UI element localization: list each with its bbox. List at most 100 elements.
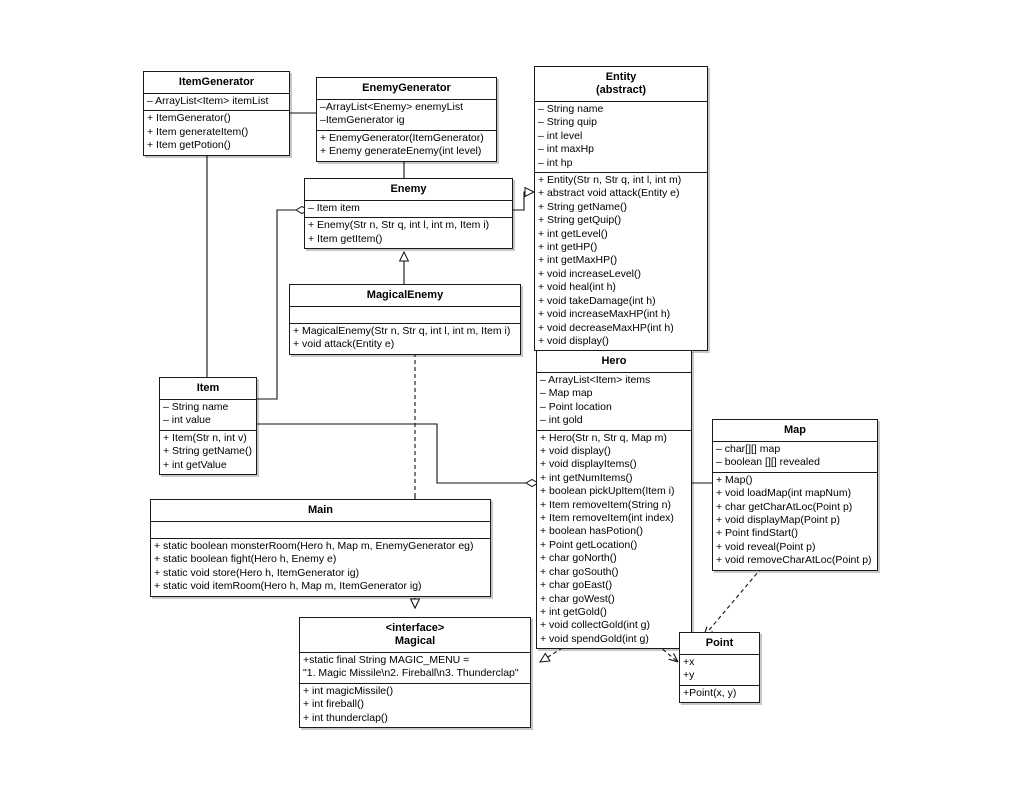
methods-point: +Point(x, y) xyxy=(680,684,759,702)
class-box-map[interactable]: Map – char[][] map – boolean [][] reveal… xyxy=(712,419,878,571)
method-row: + Point findStart() xyxy=(716,527,798,540)
method-row: + Item generateItem() xyxy=(147,125,249,138)
method-row: +Point(x, y) xyxy=(683,686,737,699)
method-row: + static boolean fight(Hero h, Enemy e) xyxy=(154,553,337,566)
methods-magical: + int magicMissile() + int fireball() + … xyxy=(300,682,530,727)
method-row: + int fireball() xyxy=(303,698,364,711)
method-row: + int getNumItems() xyxy=(540,471,633,484)
class-box-magicalenemy[interactable]: MagicalEnemy + MagicalEnemy(Str n, Str q… xyxy=(289,284,521,355)
attributes-itemgenerator: – ArrayList<Item> itemList xyxy=(144,93,289,110)
attribute-row: –ItemGenerator ig xyxy=(320,114,405,127)
method-row: + char goWest() xyxy=(540,592,615,605)
method-row: + String getQuip() xyxy=(538,214,622,227)
method-row: + Item(Str n, int v) xyxy=(163,431,247,444)
method-row: + Point getLocation() xyxy=(540,538,638,551)
method-row: + Enemy(Str n, Str q, int l, int m, Item… xyxy=(308,219,490,232)
class-stereotype-label: <interface> xyxy=(385,622,445,634)
method-row: + void display() xyxy=(540,445,611,458)
methods-enemy: + Enemy(Str n, Str q, int l, int m, Item… xyxy=(305,217,512,248)
attributes-magicalenemy xyxy=(290,306,520,323)
method-row: + void reveal(Point p) xyxy=(716,540,816,553)
method-row: + void increaseLevel() xyxy=(538,267,642,280)
method-row: + void loadMap(int mapNum) xyxy=(716,487,852,500)
method-row: + int getValue xyxy=(163,458,227,471)
class-box-item[interactable]: Item – String name – int value + Item(St… xyxy=(159,377,257,476)
class-name-item: Item xyxy=(196,382,220,394)
class-box-enemygenerator[interactable]: EnemyGenerator –ArrayList<Enemy> enemyLi… xyxy=(316,77,497,162)
attributes-map: – char[][] map – boolean [][] revealed xyxy=(713,441,877,472)
class-name-map: Map xyxy=(784,424,806,436)
method-row: + boolean pickUpItem(Item i) xyxy=(540,485,675,498)
method-row: + void takeDamage(int h) xyxy=(538,294,656,307)
methods-hero: + Hero(Str n, Str q, Map m) + void displ… xyxy=(537,429,691,649)
method-row: + boolean hasPotion() xyxy=(540,525,644,538)
method-row: + char getCharAtLoc(Point p) xyxy=(716,500,853,513)
attribute-row: – int gold xyxy=(540,414,583,427)
methods-entity: + Entity(Str n, Str q, int l, int m) + a… xyxy=(535,172,707,350)
attribute-row: – int maxHp xyxy=(538,143,595,156)
class-stereotype-label: (abstract) xyxy=(595,84,647,96)
class-name-label: Magical xyxy=(394,635,436,647)
class-box-enemy[interactable]: Enemy – Item item + Enemy(Str n, Str q, … xyxy=(304,178,513,250)
method-row: + Item getItem() xyxy=(308,232,383,245)
method-row: + String getName() xyxy=(538,200,627,213)
rel-enemy-entity xyxy=(513,192,534,211)
class-box-magical[interactable]: <interface> Magical +static final String… xyxy=(299,617,531,729)
method-row: + Item getPotion() xyxy=(147,139,231,152)
class-name-enemygenerator: EnemyGenerator xyxy=(362,82,451,94)
method-row: + void displayItems() xyxy=(540,458,637,471)
method-row: + char goEast() xyxy=(540,579,613,592)
attributes-hero: – ArrayList<Item> items – Map map – Poin… xyxy=(537,372,691,430)
method-row: + void increaseMaxHP(int h) xyxy=(538,308,671,321)
method-row: + void decreaseMaxHP(int h) xyxy=(538,321,674,334)
class-box-itemgenerator[interactable]: ItemGenerator – ArrayList<Item> itemList… xyxy=(143,71,290,156)
class-box-point[interactable]: Point +x +y +Point(x, y) xyxy=(679,632,760,704)
class-box-entity[interactable]: Entity (abstract) – String name – String… xyxy=(534,66,708,352)
method-row: + Enemy generateEnemy(int level) xyxy=(320,145,482,158)
method-row: + int magicMissile() xyxy=(303,684,394,697)
attribute-row: "1. Magic Missile\n2. Fireball\n3. Thund… xyxy=(303,667,519,680)
method-row: + EnemyGenerator(ItemGenerator) xyxy=(320,131,484,144)
method-row: + char goSouth() xyxy=(540,565,619,578)
method-row: + Map() xyxy=(716,473,753,486)
class-box-hero[interactable]: Hero – ArrayList<Item> items – Map map –… xyxy=(536,350,692,650)
attribute-row: – String name xyxy=(163,401,229,413)
class-name-enemy: Enemy xyxy=(390,183,427,195)
rel-item-hero xyxy=(257,423,539,488)
attribute-row: – int level xyxy=(538,129,583,142)
method-row: + int getHP() xyxy=(538,241,598,254)
method-row: + void removeCharAtLoc(Point p) xyxy=(716,554,872,567)
method-row: + void spendGold(int g) xyxy=(540,632,649,645)
class-name-entity: Entity (abstract) xyxy=(535,67,707,101)
attributes-item: – String name – int value xyxy=(160,399,256,430)
method-row: + Item removeItem(int index) xyxy=(540,512,674,525)
class-name-hero: Hero xyxy=(601,355,627,367)
attribute-row: – Map map xyxy=(540,387,593,400)
methods-enemygenerator: + EnemyGenerator(ItemGenerator) + Enemy … xyxy=(317,129,496,161)
class-box-main[interactable]: Main + static boolean monsterRoom(Hero h… xyxy=(150,499,491,597)
method-row: + ItemGenerator() xyxy=(147,112,231,125)
attributes-magical: +static final String MAGIC_MENU = "1. Ma… xyxy=(300,652,530,683)
method-row: + void collectGold(int g) xyxy=(540,619,651,632)
method-row: + Item removeItem(String n) xyxy=(540,498,671,511)
attribute-row: – Point location xyxy=(540,400,612,413)
method-row: + void heal(int h) xyxy=(538,281,616,294)
methods-itemgenerator: + ItemGenerator() + Item generateItem() … xyxy=(144,110,289,154)
attribute-row: – String name xyxy=(538,103,604,115)
class-name-magical: <interface> Magical xyxy=(300,618,530,652)
method-row: + int thunderclap() xyxy=(303,711,388,724)
method-row: + int getMaxHP() xyxy=(538,254,618,267)
method-row: + abstract void attack(Entity e) xyxy=(538,187,680,200)
attribute-row: – boolean [][] revealed xyxy=(716,456,820,469)
methods-main: + static boolean monsterRoom(Hero h, Map… xyxy=(151,538,490,596)
class-name-main: Main xyxy=(307,504,334,516)
attributes-enemygenerator: –ArrayList<Enemy> enemyList –ItemGenerat… xyxy=(317,99,496,130)
attribute-row: +y xyxy=(683,669,695,682)
attribute-row: –ArrayList<Enemy> enemyList xyxy=(320,101,463,113)
methods-item: + Item(Str n, int v) + String getName() … xyxy=(160,429,256,474)
attributes-main xyxy=(151,521,490,538)
attribute-row: +x xyxy=(683,656,695,668)
class-name-point: Point xyxy=(705,637,734,649)
methods-magicalenemy: + MagicalEnemy(Str n, Str q, int l, int … xyxy=(290,323,520,354)
